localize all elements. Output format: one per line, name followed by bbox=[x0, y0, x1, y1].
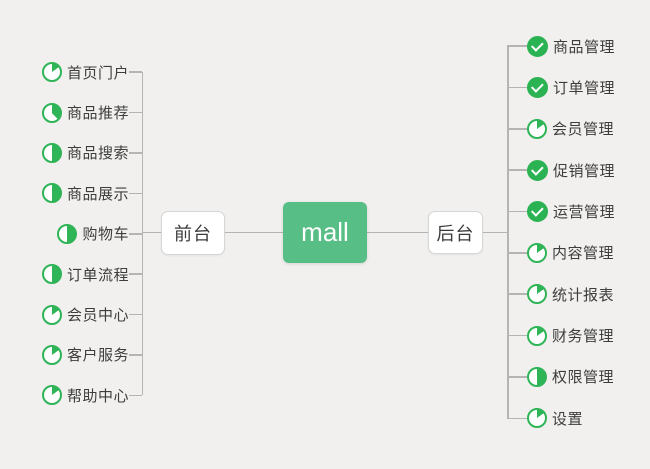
node-label: 订单流程 bbox=[66, 266, 129, 284]
connector-stub bbox=[129, 233, 142, 235]
node-item-operation-mgmt[interactable]: 运营管理 bbox=[507, 191, 650, 232]
node-label: 帮助中心 bbox=[66, 387, 129, 405]
node-label: 统计报表 bbox=[552, 286, 615, 304]
progress-check-icon[interactable] bbox=[527, 201, 548, 223]
progress-pie-icon[interactable] bbox=[41, 142, 62, 163]
node-label: 会员管理 bbox=[552, 121, 615, 139]
back-stage-label: 后台 bbox=[436, 223, 475, 244]
connector-root-to-back bbox=[367, 231, 428, 233]
connector-stub bbox=[507, 128, 527, 130]
progress-pie-icon[interactable] bbox=[527, 284, 547, 305]
progress-pie-icon[interactable] bbox=[527, 118, 547, 139]
progress-pie-icon[interactable] bbox=[41, 62, 62, 83]
progress-pie-icon[interactable] bbox=[57, 223, 78, 244]
node-label: 促销管理 bbox=[553, 162, 616, 180]
node-item-product-display[interactable]: 商品展示 bbox=[18, 173, 142, 213]
node-item-order-flow[interactable]: 订单流程 bbox=[18, 254, 142, 294]
connector-stub bbox=[129, 313, 142, 316]
right-branch-trunk-line bbox=[507, 46, 509, 418]
node-item-help-center[interactable]: 帮助中心 bbox=[18, 375, 142, 415]
node-item-product-recommend[interactable]: 商品推荐 bbox=[18, 92, 142, 132]
progress-pie-icon[interactable] bbox=[41, 344, 62, 365]
node-item-promotion-mgmt[interactable]: 促销管理 bbox=[507, 150, 650, 191]
connector-stub bbox=[507, 45, 527, 47]
front-stage-node[interactable]: 前台 bbox=[161, 211, 225, 255]
node-item-customer-service[interactable]: 客户服务 bbox=[18, 335, 142, 375]
connector-stub bbox=[507, 376, 527, 378]
back-stage-node[interactable]: 后台 bbox=[428, 211, 483, 254]
progress-pie-icon[interactable] bbox=[41, 183, 62, 204]
connector-stub bbox=[507, 293, 527, 295]
node-item-statistics-report[interactable]: 统计报表 bbox=[507, 274, 650, 315]
node-label: 商品展示 bbox=[66, 185, 129, 203]
node-label: 客户服务 bbox=[66, 347, 129, 365]
progress-pie-icon[interactable] bbox=[527, 325, 547, 346]
node-item-product-mgmt[interactable]: 商品管理 bbox=[507, 26, 650, 67]
connector-stub bbox=[507, 417, 527, 420]
connector-stub bbox=[129, 71, 142, 73]
back-branch-list: 商品管理 订单管理 会员管理 促销管理 运营管理 内容管理 bbox=[507, 26, 650, 439]
node-label: 设置 bbox=[552, 410, 584, 428]
node-item-permission-mgmt[interactable]: 权限管理 bbox=[507, 356, 650, 397]
node-item-content-mgmt[interactable]: 内容管理 bbox=[507, 232, 650, 273]
connector-front-to-root bbox=[223, 231, 283, 233]
progress-pie-icon[interactable] bbox=[527, 242, 547, 263]
progress-pie-icon[interactable] bbox=[527, 408, 547, 429]
node-label: 商品管理 bbox=[553, 38, 616, 56]
node-item-order-mgmt[interactable]: 订单管理 bbox=[507, 67, 650, 108]
connector-stub bbox=[129, 273, 142, 275]
node-label: 商品搜索 bbox=[66, 145, 129, 163]
node-item-home-portal[interactable]: 首页门户 bbox=[18, 52, 142, 92]
node-item-member-center[interactable]: 会员中心 bbox=[18, 294, 142, 334]
node-label: 商品推荐 bbox=[66, 105, 129, 123]
node-label: 购物车 bbox=[82, 226, 129, 244]
progress-check-icon[interactable] bbox=[527, 77, 548, 99]
front-stage-label: 前台 bbox=[174, 224, 212, 244]
connector-stub bbox=[507, 210, 527, 213]
node-label: 内容管理 bbox=[552, 245, 615, 263]
node-label: 权限管理 bbox=[552, 369, 615, 387]
front-branch-list: 首页门户 商品推荐 商品搜索 商品展示 购物车 订单流程 bbox=[18, 52, 142, 416]
progress-pie-icon[interactable] bbox=[41, 264, 62, 285]
connector-stub bbox=[129, 111, 142, 114]
node-label: 运营管理 bbox=[553, 204, 616, 222]
root-node-label: mall bbox=[301, 217, 349, 247]
left-branch-trunk-line bbox=[141, 72, 143, 395]
connector-stub bbox=[129, 192, 142, 195]
node-item-finance-mgmt[interactable]: 财务管理 bbox=[507, 315, 650, 356]
connector-stub bbox=[507, 334, 527, 337]
connector-stub bbox=[129, 354, 142, 356]
connector-back-to-trunk bbox=[481, 231, 507, 233]
connector-stub bbox=[507, 169, 527, 171]
progress-check-icon[interactable] bbox=[527, 35, 548, 57]
node-item-product-search[interactable]: 商品搜索 bbox=[18, 133, 142, 173]
connector-trunk-to-front bbox=[141, 231, 162, 233]
progress-pie-icon[interactable] bbox=[41, 102, 62, 123]
node-item-settings[interactable]: 设置 bbox=[507, 398, 650, 439]
connector-stub bbox=[129, 394, 142, 397]
progress-check-icon[interactable] bbox=[527, 159, 548, 181]
progress-pie-icon[interactable] bbox=[527, 366, 547, 387]
root-node-mall[interactable]: mall bbox=[283, 202, 367, 263]
node-label: 订单管理 bbox=[553, 80, 616, 98]
connector-stub bbox=[129, 152, 142, 154]
node-label: 财务管理 bbox=[552, 328, 615, 346]
node-label: 会员中心 bbox=[66, 307, 129, 325]
connector-stub bbox=[507, 252, 527, 254]
node-item-shopping-cart[interactable]: 购物车 bbox=[18, 214, 142, 254]
progress-pie-icon[interactable] bbox=[41, 304, 62, 325]
node-item-member-mgmt[interactable]: 会员管理 bbox=[507, 108, 650, 149]
progress-pie-icon[interactable] bbox=[41, 385, 62, 406]
connector-stub bbox=[507, 86, 527, 89]
node-label: 首页门户 bbox=[66, 64, 129, 82]
